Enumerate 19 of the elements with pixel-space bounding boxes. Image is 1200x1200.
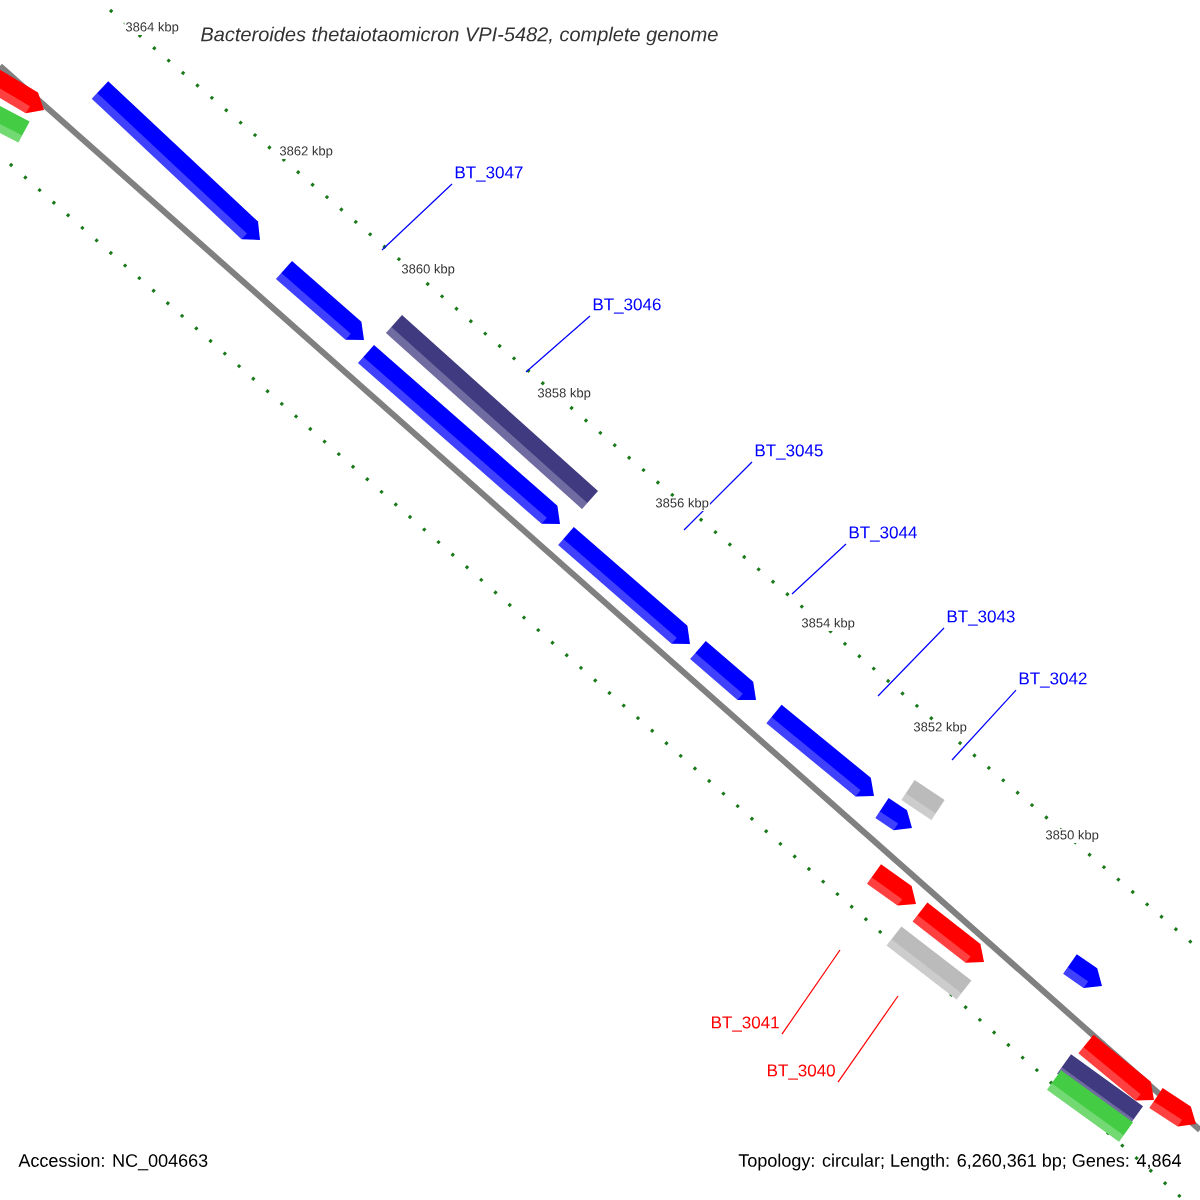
gene-label: BT_3040 — [768, 1064, 835, 1080]
gene-label: BT_3046 — [593, 298, 661, 314]
leader-line — [877, 627, 945, 697]
genome-summary-text: Topology: circular; Length: 6,260,361 bp; Genes: 4,864 — [738, 1153, 1181, 1171]
gene-label: BT_3047 — [455, 166, 523, 182]
leader-line — [837, 995, 899, 1083]
leader-line — [525, 315, 591, 373]
leader-line — [791, 543, 847, 595]
gene-label: BT_3043 — [947, 610, 1015, 626]
gene-label: BT_3041 — [712, 1016, 779, 1032]
leader-line — [781, 949, 841, 1035]
gene-label: BT_3044 — [849, 526, 917, 542]
gene-label: BT_3045 — [755, 444, 823, 460]
leader-line — [951, 689, 1017, 761]
gene-label: BT_3042 — [1019, 672, 1087, 688]
leader-line — [683, 461, 753, 531]
accession-text: Accession: NC_004663 — [18, 1153, 208, 1171]
title: Bacteroides thetaiotaomicron VPI-5482, complete genome — [201, 26, 718, 46]
leader-line — [381, 183, 453, 251]
